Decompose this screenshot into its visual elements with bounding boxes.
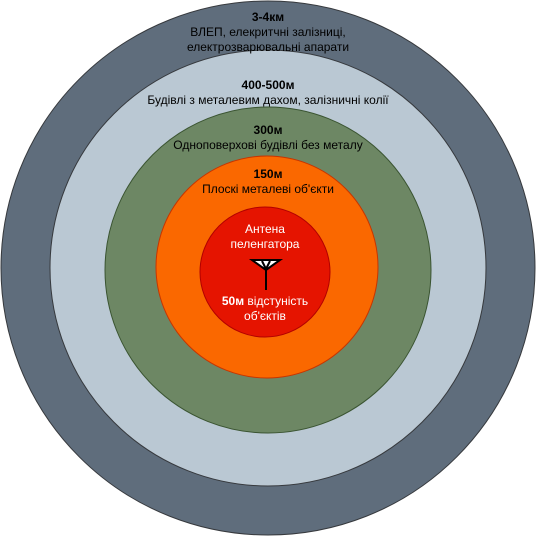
distance-150m: 150м <box>253 167 283 181</box>
center-line2: пеленгатора <box>230 237 300 251</box>
desc-50m-line2: об'єктів <box>244 309 286 323</box>
desc-3-4km-line1: ВЛЕП, елекритчні залізниці, <box>190 25 346 39</box>
desc-50m-line1: 50м відстуність <box>195 294 335 309</box>
desc-3-4km-line2: електрозварювальні апарати <box>186 40 350 54</box>
label-50m: 50м відстуність об'єктів <box>195 294 335 324</box>
antenna-icon <box>248 259 284 290</box>
center-line1: Антена <box>245 222 285 236</box>
distance-3-4km: 3-4км <box>251 10 285 24</box>
desc-150m: Плоскі металеві об'єкти <box>202 182 334 196</box>
distance-400-500m: 400-500м <box>241 78 295 92</box>
label-3-4km: 3-4км ВЛЕП, елекритчні залізниці, електр… <box>148 10 388 55</box>
desc-400-500m: Будівлі з металевим дахом, залізничні ко… <box>147 93 389 107</box>
desc-300m: Одноповерхові будівлі без металу <box>173 138 363 152</box>
desc-50m-text: відстуність <box>244 294 309 308</box>
distance-50m: 50м <box>221 294 245 308</box>
center-label: Антена пеленгатора <box>215 222 315 252</box>
label-150m: 150м Плоскі металеві об'єкти <box>158 167 378 197</box>
distance-300m: 300м <box>253 123 283 137</box>
label-400-500m: 400-500м Будівлі з металевим дахом, залі… <box>118 78 418 108</box>
label-300m: 300м Одноповерхові будівлі без металу <box>138 123 398 153</box>
